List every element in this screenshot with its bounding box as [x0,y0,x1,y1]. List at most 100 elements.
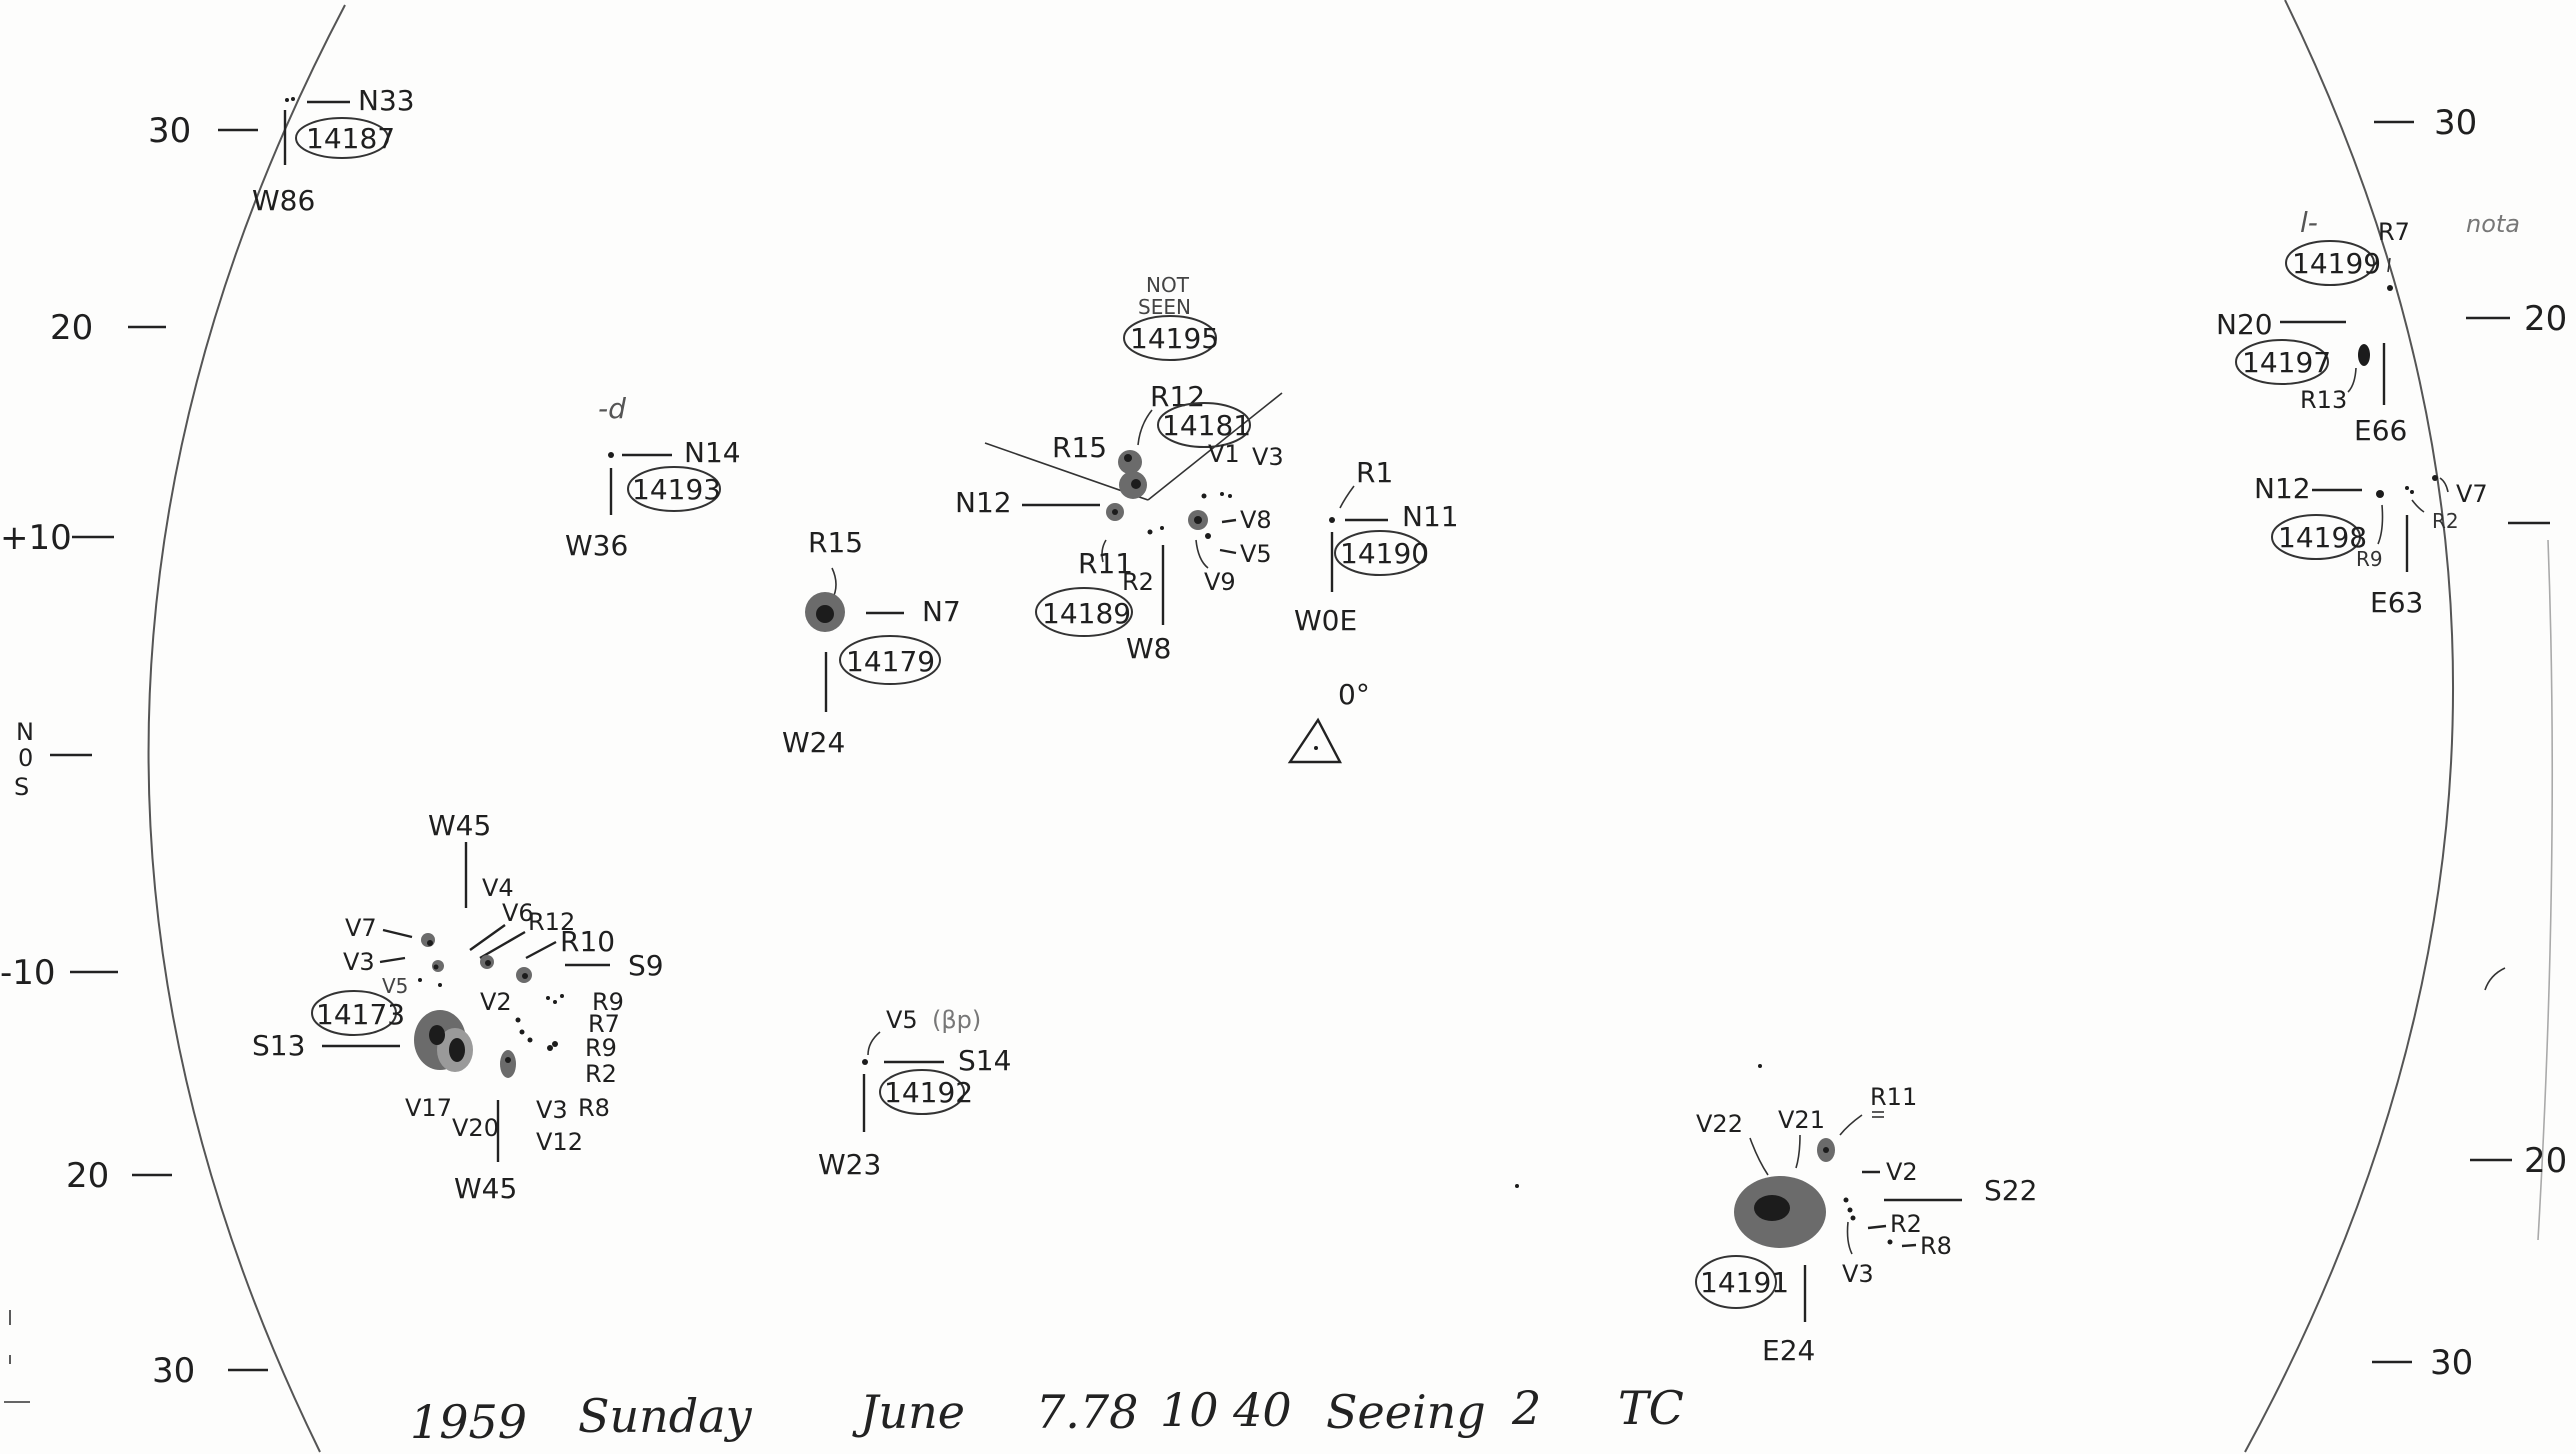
region-label: V3 [1842,1260,1874,1288]
region-label: V22 [1696,1110,1743,1138]
region-label: R7 [2378,218,2410,246]
region-label: R8 [578,1094,610,1122]
region-14187: N33 14187 W86 [252,84,415,217]
region-label: N7 [922,595,961,628]
region-label: R9 [585,1034,617,1062]
caption-day: 7.78 [1036,1385,1138,1439]
region-label: W8 [1126,632,1172,665]
region-label: R2 [1890,1210,1922,1238]
region-label: R15 [1052,431,1107,464]
scale-label: N [16,718,34,746]
caption-weekday: Sunday [578,1389,753,1443]
region-label: R9 [2356,547,2383,571]
region-label: R15 [808,526,863,559]
region-label: W86 [252,184,315,217]
region-label: V6 [502,899,534,927]
region-label: V12 [536,1128,583,1156]
region-label: V3 [343,948,375,976]
region-label: R10 [560,925,615,958]
region-label: V2 [1886,1158,1918,1186]
right-latitude-scale: 30 20 20 30 [2372,103,2567,1383]
region-number: 14189 [1042,597,1131,630]
region-label: S14 [958,1044,1011,1077]
region-number: 14179 [846,645,935,678]
region-label: N11 [1402,500,1459,533]
region-label: V21 [1778,1106,1825,1134]
region-14198: N12 V7 R2 14198 R9 E63 [2254,472,2488,619]
region-label: V20 [452,1114,499,1142]
scale-label: 0 [18,744,33,772]
region-note: nota [2466,210,2520,238]
scale-label: 20 [50,308,93,348]
region-14173: W45 V7 V3 V5 V4 V6 R12 R10 S9 V2 R9 R7 R… [252,809,664,1205]
region-number: 14181 [1162,409,1251,442]
region-14197: N20 14197 R13 E66 [2216,308,2407,447]
caption-observer: TC [1618,1381,1684,1435]
region-label: V8 [1240,506,1272,534]
region-label: V9 [1204,568,1236,596]
caption-month: June [852,1385,965,1439]
region-14181: R12 R15 14181 [984,380,1283,501]
region-label: V4 [482,874,514,902]
solar-limb-left [147,4,346,1453]
center-degree-label: 0° [1338,678,1370,711]
region-label: (βp) [932,1006,981,1034]
region-label: W0E [1294,604,1357,637]
region-label: W45 [428,809,491,842]
solar-limb-right [2244,0,2455,1453]
region-label: W24 [782,726,845,759]
region-label: V7 [345,914,377,942]
region-14190: R1 N11 14190 W0E [1294,456,1459,637]
region-label: W45 [454,1172,517,1205]
region-14193: -d N14 14193 W36 [565,392,741,562]
scale-label: 20 [66,1156,109,1196]
region-note: NOT [1146,273,1190,297]
caption-time: 10 40 [1160,1383,1292,1437]
region-label: V5 [382,974,408,998]
region-number: 14187 [306,122,395,155]
region-label: V7 [2456,480,2488,508]
scale-label: -10 [0,953,56,993]
right-edge-line [2537,539,2554,1241]
region-label: R2 [585,1060,617,1088]
region-label: N20 [2216,308,2273,341]
region-label: N33 [358,84,415,117]
region-14189: N12 R11 R2 14189 W8 V1 V3 V8 V5 V9 [955,440,1284,665]
region-label: R7 [588,1010,620,1038]
region-label: R11 [1078,547,1133,580]
region-label: R11 [1870,1083,1917,1111]
region-14195: NOT SEEN 14195 [1123,273,1219,361]
scale-label: 20 [2524,1141,2567,1181]
region-14199: l- R7 nota 14199 [2285,206,2520,291]
region-number: 14193 [632,473,721,506]
region-14192: V5 (βp) S14 14192 W23 [818,1006,1011,1181]
region-label: V1 [1208,440,1240,468]
region-label: R12 [528,908,575,936]
region-14179: R15 N7 14179 W24 [782,526,961,759]
region-label: V5 [886,1006,918,1034]
region-label: R8 [1920,1232,1952,1260]
region-label: V17 [405,1094,452,1122]
region-label: R2 [1122,568,1154,596]
region-label: E63 [2370,586,2423,619]
region-label: N14 [684,436,741,469]
region-label: N12 [955,486,1012,519]
region-label: W36 [565,529,628,562]
region-number: 14173 [316,998,405,1031]
left-latitude-scale: 30 20 +10 N 0 S -10 20 30 [0,111,268,1403]
region-number: 14197 [2242,346,2331,379]
region-number: 14191 [1700,1266,1789,1299]
region-number: 14192 [884,1076,973,1109]
scale-label: 30 [152,1351,195,1391]
scale-label: +10 [0,518,72,558]
region-number: 14195 [1130,322,1219,355]
caption-seeing-label: Seeing [1326,1385,1486,1439]
region-number: 14198 [2278,521,2367,554]
region-label: V3 [536,1096,568,1124]
region-number: 14199 [2292,247,2381,280]
region-note: l- [2300,206,2318,239]
scale-label: S [14,773,29,801]
region-note: SEEN [1138,295,1191,319]
caption-seeing-value: 2 [1511,1381,1541,1435]
